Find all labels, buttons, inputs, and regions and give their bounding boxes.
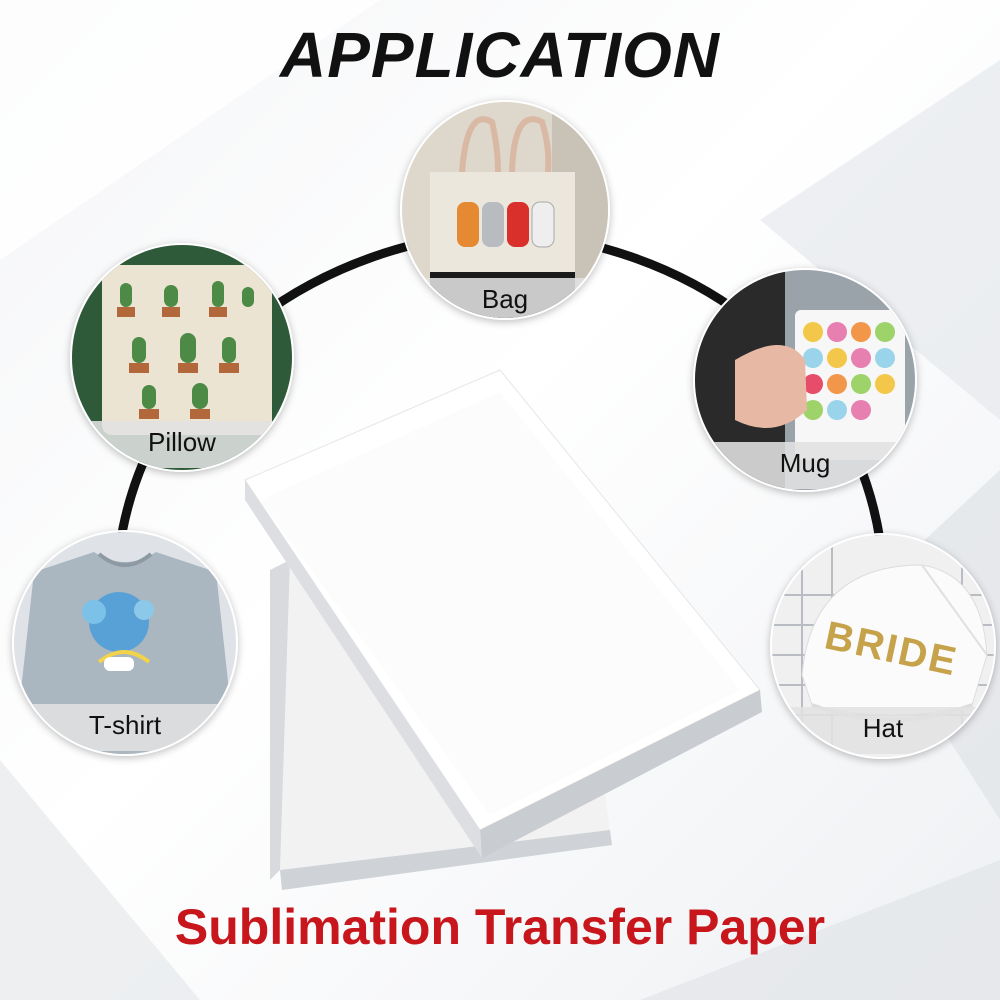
application-label: T-shirt <box>14 704 236 751</box>
product-name: Sublimation Transfer Paper <box>174 899 826 955</box>
application-label: Pillow <box>72 421 292 468</box>
application-circle-pillow: Pillow <box>70 243 294 472</box>
application-label: Mug <box>695 442 915 489</box>
application-circle-hat: BRIDE Hat <box>770 533 996 759</box>
application-label: Bag <box>402 278 608 318</box>
application-circle-mug: Mug <box>693 268 917 492</box>
application-label: Hat <box>772 707 994 754</box>
application-circle-bag: Bag <box>400 100 610 320</box>
application-circle-tshirt: T-shirt <box>12 530 238 756</box>
page-title: APPLICATION <box>279 19 721 91</box>
